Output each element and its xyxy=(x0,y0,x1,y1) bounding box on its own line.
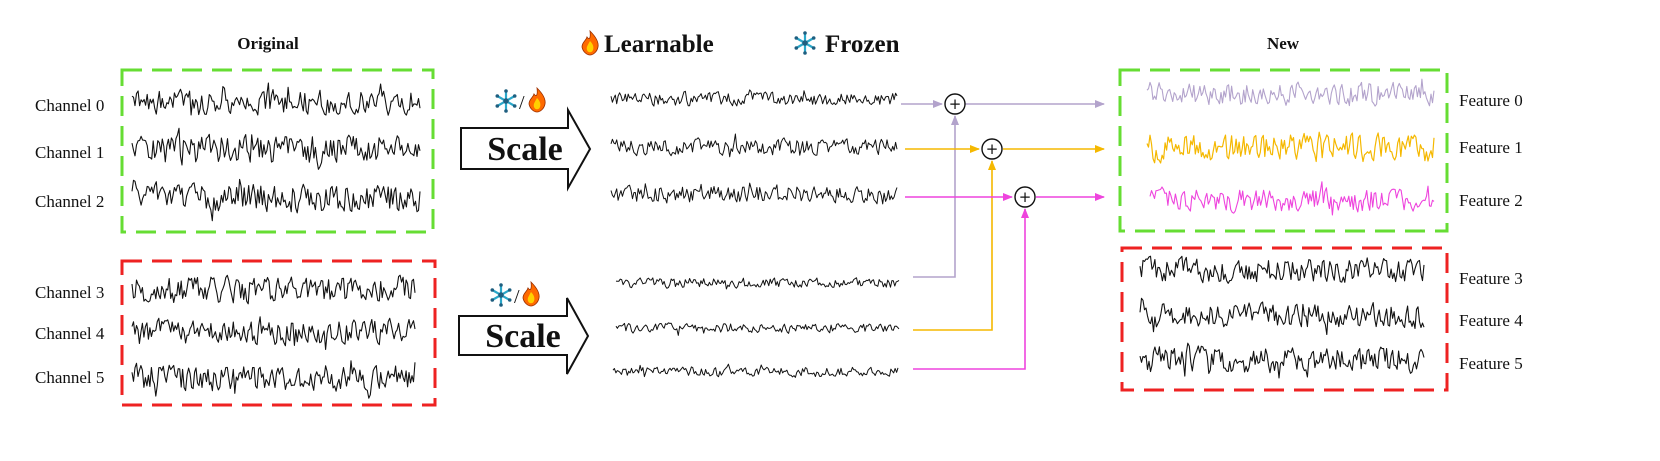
scale-label-bottom: Scale xyxy=(485,318,561,355)
scale-label-top: Scale xyxy=(487,131,563,168)
path0-residual xyxy=(913,115,959,278)
frozen-legend-label: Frozen xyxy=(825,31,900,58)
scale-bottom-snowflake-icon xyxy=(489,282,513,308)
scaled-signal-5 xyxy=(612,363,899,378)
flame-icon xyxy=(581,30,599,56)
new-signal-0 xyxy=(1146,78,1435,107)
feature-label-2: Feature 2 xyxy=(1459,191,1523,210)
feature-label-1: Feature 1 xyxy=(1459,138,1523,157)
new-signal-5 xyxy=(1139,342,1425,379)
snowflake-icon xyxy=(793,30,817,56)
channel-label-1: Channel 1 xyxy=(35,143,104,162)
original-signal-4 xyxy=(131,316,416,351)
original-signal-2 xyxy=(131,178,421,222)
scale-top-separator: / xyxy=(519,92,525,114)
svg-text:+: + xyxy=(949,95,962,113)
channel-label-2: Channel 2 xyxy=(35,192,104,211)
new-signal-2 xyxy=(1149,181,1435,216)
adder-icon-0: + xyxy=(944,93,966,115)
svg-text:+: + xyxy=(1019,188,1032,206)
scale-top-snowflake-icon xyxy=(494,88,518,114)
original-signal-0 xyxy=(131,82,421,116)
scaled-signal-1 xyxy=(610,133,898,158)
feature-label-0: Feature 0 xyxy=(1459,91,1523,110)
adder-icon-2: + xyxy=(1014,186,1036,208)
original-signal-5 xyxy=(131,360,416,399)
scale-top-flame-icon xyxy=(528,87,546,113)
original-group-box-red xyxy=(120,259,437,407)
new-group-box-green xyxy=(1118,68,1449,233)
scaled-signal-4 xyxy=(615,322,900,336)
new-signal-4 xyxy=(1139,297,1425,336)
original-signal-1 xyxy=(131,127,421,170)
channel-label-5: Channel 5 xyxy=(35,368,104,387)
channel-label-0: Channel 0 xyxy=(35,96,104,115)
new-signal-3 xyxy=(1139,255,1425,284)
scale-bottom-separator: / xyxy=(514,286,520,308)
channel-label-3: Channel 3 xyxy=(35,283,104,302)
new-heading: New xyxy=(1267,34,1300,53)
channel-label-4: Channel 4 xyxy=(35,324,105,343)
new-group-box-red xyxy=(1120,246,1449,392)
original-group-box-green xyxy=(120,68,435,234)
scale-bottom-flame-icon xyxy=(522,281,540,307)
path1-residual xyxy=(913,160,996,331)
feature-label-3: Feature 3 xyxy=(1459,269,1523,288)
path2-residual xyxy=(913,208,1029,370)
scaled-signal-3 xyxy=(615,277,900,290)
scaled-signal-2 xyxy=(610,182,898,205)
scaled-signal-0 xyxy=(610,89,898,107)
feature-label-4: Feature 4 xyxy=(1459,311,1523,330)
original-signal-3 xyxy=(131,274,416,305)
adder-icon-1: + xyxy=(981,138,1003,160)
original-heading: Original xyxy=(237,34,299,53)
scale-arrow-icon-bottom xyxy=(458,297,590,375)
scale-arrow-icon-top xyxy=(460,106,592,192)
feature-label-5: Feature 5 xyxy=(1459,354,1523,373)
svg-text:+: + xyxy=(986,140,999,158)
new-signal-1 xyxy=(1146,131,1435,164)
learnable-legend-label: Learnable xyxy=(604,31,714,58)
